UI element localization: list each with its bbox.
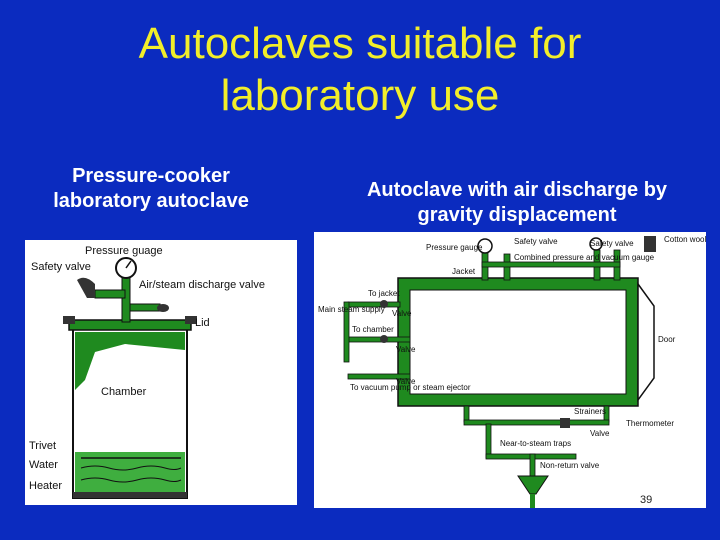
- cotton-filter-icon: [644, 236, 656, 252]
- top-manifold: [481, 261, 621, 268]
- discharge-valve-icon: [157, 304, 169, 312]
- label-valve-1: Valve: [392, 309, 412, 318]
- label-safety-valve: Safety valve: [31, 261, 91, 273]
- main-supply-pipe: [343, 301, 350, 363]
- steam-region: [75, 332, 185, 390]
- gravity-autoclave-diagram: Pressure gauge Safety valve Safety valve…: [314, 232, 706, 508]
- label-trivet: Trivet: [29, 440, 56, 452]
- label-thermometer: Thermometer: [626, 419, 674, 428]
- water-wave-2: [80, 477, 182, 483]
- label-strainers: Strainers: [574, 407, 606, 416]
- right-caption-line-1: Autoclave with air discharge by: [366, 179, 668, 201]
- label-valve-3: Valve: [396, 377, 416, 386]
- left-caption-line-1: Pressure-cooker: [72, 165, 230, 187]
- pipe-to-chamber: [347, 336, 411, 343]
- pressure-gauge-icon: [477, 238, 493, 254]
- label-heater: Heater: [29, 480, 62, 492]
- valve-2-icon: [380, 335, 388, 343]
- label-door: Door: [658, 335, 676, 344]
- right-caption: Autoclave with air discharge by gravity …: [316, 178, 718, 228]
- label-safety-valve-2: Safety valve: [590, 239, 634, 248]
- funnel-icon: [517, 475, 549, 495]
- steam-edge: [75, 358, 81, 390]
- label-pressure-gauge: Pressure guage: [85, 245, 163, 257]
- pipe-to-vacuum: [347, 373, 411, 380]
- label-to-jacket: To jacket: [368, 289, 400, 298]
- slide-title: Autoclaves suitable for laboratory use: [0, 18, 720, 122]
- label-lid: Lid: [195, 317, 210, 329]
- gauge-pipe: [121, 275, 131, 323]
- water-wave-1: [80, 465, 182, 471]
- gravity-autoclave-svg: Pressure gauge Safety valve Safety valve…: [318, 235, 706, 508]
- label-valve-4: Valve: [590, 429, 610, 438]
- label-discharge-valve: Air/steam discharge valve: [139, 279, 265, 291]
- pressure-cooker-diagram: Pressure guage Safety valve Air/steam di…: [25, 240, 297, 505]
- label-near-to-steam-traps: Near-to-steam traps: [500, 439, 571, 448]
- title-line-2: laboratory use: [220, 71, 500, 120]
- safety-valve-icon: [77, 277, 95, 298]
- right-caption-line-2: gravity displacement: [417, 204, 617, 226]
- trap-pipe: [485, 423, 492, 459]
- strainer-icon: [560, 418, 570, 428]
- left-caption: Pressure-cooker laboratory autoclave: [18, 164, 284, 214]
- label-main-steam-supply: Main steam supply: [318, 305, 385, 314]
- combined-gauge-icon: [589, 237, 603, 251]
- pressure-cooker-svg: Pressure guage Safety valve Air/steam di…: [29, 245, 265, 499]
- water-region: [75, 452, 185, 496]
- lid-clamp-right: [185, 316, 197, 324]
- discharge-pipe: [129, 303, 161, 312]
- drain-outlet: [530, 494, 535, 508]
- left-caption-line-2: laboratory autoclave: [53, 190, 249, 212]
- label-water: Water: [29, 459, 58, 471]
- label-valve-2: Valve: [396, 345, 416, 354]
- lid-clamp-left: [63, 316, 75, 324]
- safety-pipe: [94, 289, 126, 299]
- valve-1-icon: [380, 300, 388, 308]
- label-to-chamber: To chamber: [352, 325, 394, 334]
- label-to-vacuum-pump: To vacuum pump or steam ejector: [350, 383, 471, 392]
- chamber-shape: [409, 289, 627, 395]
- drain-manifold: [463, 419, 610, 426]
- label-cotton-filter: Cotton wool filter: [664, 235, 706, 244]
- label-jacket: Jacket: [452, 267, 476, 276]
- label-combined-gauge: Combined pressure and vacuum gauge: [514, 253, 655, 262]
- label-non-return-valve: Non-return valve: [540, 461, 600, 470]
- label-safety-valve-1: Safety valve: [514, 237, 558, 246]
- heater-shape: [73, 492, 187, 498]
- door-shape: [637, 281, 655, 403]
- slide-number: 39: [640, 494, 653, 506]
- gauge-needle: [125, 260, 132, 269]
- label-chamber: Chamber: [101, 386, 147, 398]
- title-line-1: Autoclaves suitable for: [138, 19, 582, 68]
- label-pressure-gauge: Pressure gauge: [426, 243, 483, 252]
